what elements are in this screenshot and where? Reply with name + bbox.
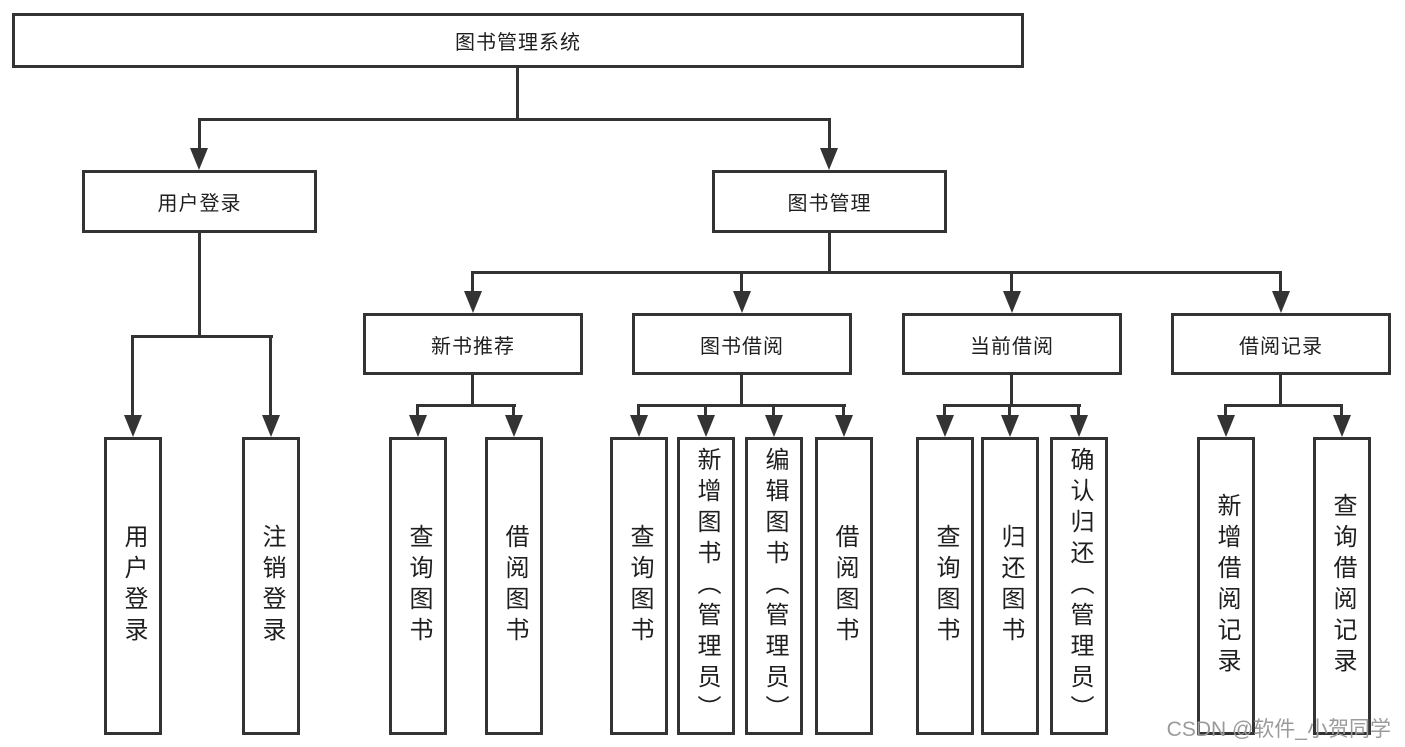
edge-bookborrow-leaf-stem-2 bbox=[704, 404, 707, 418]
arrow-down-icon bbox=[1003, 291, 1021, 313]
arrow-down-icon bbox=[124, 415, 142, 437]
arrow-down-icon bbox=[936, 415, 954, 437]
node-book-borrow: 图书借阅 bbox=[632, 313, 852, 375]
leaf-currentborrow-return: 归还图书 bbox=[981, 437, 1039, 735]
edge-bookborrow-branch bbox=[637, 404, 846, 407]
leaf-bookborrow-borrow-label: 借阅图书 bbox=[831, 524, 858, 648]
arrow-down-icon bbox=[630, 415, 648, 437]
leaf-bookborrow-edit-label: 编辑图书（管理员） bbox=[761, 446, 788, 726]
node-new-books-label: 新书推荐 bbox=[431, 335, 515, 358]
arrow-down-icon bbox=[262, 415, 280, 437]
edge-borrowrecords-leaf-stem-1 bbox=[1224, 404, 1227, 418]
edge-currentborrow-leaf-stem-3 bbox=[1077, 404, 1080, 418]
node-book-mgmt-label: 图书管理 bbox=[787, 193, 872, 215]
edge-bookborrow-leaf-stem-1 bbox=[637, 404, 640, 418]
leaf-records-query-label: 查询借阅记录 bbox=[1329, 493, 1356, 679]
leaf-currentborrow-confirm-label: 确认归还（管理员） bbox=[1066, 446, 1093, 726]
node-borrow-records: 借阅记录 bbox=[1171, 313, 1391, 375]
edge-root-stub bbox=[516, 68, 519, 120]
edge-bookborrow-leaf-stem-4 bbox=[842, 404, 845, 418]
edge-bookmgmt-branch bbox=[471, 271, 1282, 274]
edge-currentborrow-stem bbox=[1010, 271, 1013, 295]
leaf-newbooks-borrow: 借阅图书 bbox=[485, 437, 543, 735]
edge-userlogin-stub bbox=[198, 233, 201, 337]
node-user-login: 用户登录 bbox=[82, 170, 317, 233]
node-book-borrow-label: 图书借阅 bbox=[700, 335, 784, 358]
leaf-newbooks-query: 查询图书 bbox=[389, 437, 447, 735]
leaf-newbooks-borrow-label: 借阅图书 bbox=[501, 524, 528, 648]
arrow-down-icon bbox=[1070, 415, 1088, 437]
edge-bookborrow-stub bbox=[740, 375, 743, 406]
leaf-currentborrow-query: 查询图书 bbox=[916, 437, 974, 735]
arrow-down-icon bbox=[1001, 415, 1019, 437]
leaf-newbooks-query-label: 查询图书 bbox=[405, 524, 432, 648]
edge-root-branch bbox=[198, 118, 831, 121]
arrow-down-icon bbox=[409, 415, 427, 437]
leaf-records-add: 新增借阅记录 bbox=[1197, 437, 1255, 735]
leaf-bookborrow-add-label: 新增图书（管理员） bbox=[693, 446, 720, 726]
leaf-bookborrow-borrow: 借阅图书 bbox=[815, 437, 873, 735]
edge-newbooks-leaf-stem-2 bbox=[512, 404, 515, 418]
edge-root-userlogin-stem bbox=[198, 118, 201, 152]
edge-borrowrecords-stem bbox=[1279, 271, 1282, 295]
arrow-down-icon bbox=[820, 148, 838, 170]
arrow-down-icon bbox=[835, 415, 853, 437]
leaf-logout: 注销登录 bbox=[242, 437, 300, 735]
node-current-borrow-label: 当前借阅 bbox=[970, 335, 1054, 358]
edge-currentborrow-leaf-stem-2 bbox=[1008, 404, 1011, 418]
edge-bookborrow-leaf-stem-3 bbox=[772, 404, 775, 418]
arrow-down-icon bbox=[1217, 415, 1235, 437]
arrow-down-icon bbox=[733, 291, 751, 313]
edge-currentborrow-stub bbox=[1010, 375, 1013, 406]
arrow-down-icon bbox=[464, 291, 482, 313]
edge-bookborrow-stem bbox=[740, 271, 743, 295]
edge-newbooks-stub bbox=[471, 375, 474, 406]
edge-currentborrow-leaf-stem-1 bbox=[943, 404, 946, 418]
edge-bookmgmt-stub bbox=[828, 233, 831, 274]
edge-root-bookmgmt-stem bbox=[828, 118, 831, 152]
node-new-books: 新书推荐 bbox=[363, 313, 583, 375]
edge-borrowrecords-leaf-stem-2 bbox=[1340, 404, 1343, 418]
node-root-label: 图书管理系统 bbox=[455, 32, 581, 54]
watermark: CSDN @软件_小贺同学 bbox=[1166, 718, 1391, 741]
edge-userlogin-stem-2 bbox=[269, 335, 272, 417]
arrow-down-icon bbox=[765, 415, 783, 437]
arrow-down-icon bbox=[505, 415, 523, 437]
node-user-login-label: 用户登录 bbox=[157, 193, 242, 215]
arrow-down-icon bbox=[190, 148, 208, 170]
node-borrow-records-label: 借阅记录 bbox=[1239, 335, 1323, 358]
leaf-user-login-label: 用户登录 bbox=[120, 524, 147, 648]
leaf-bookborrow-query: 查询图书 bbox=[610, 437, 668, 735]
leaf-user-login: 用户登录 bbox=[104, 437, 162, 735]
leaf-bookborrow-add: 新增图书（管理员） bbox=[677, 437, 735, 735]
leaf-records-query: 查询借阅记录 bbox=[1313, 437, 1371, 735]
arrow-down-icon bbox=[1333, 415, 1351, 437]
arrow-down-icon bbox=[697, 415, 715, 437]
edge-newbooks-leaf-stem-1 bbox=[416, 404, 419, 418]
arrow-down-icon bbox=[1272, 291, 1290, 313]
leaf-records-add-label: 新增借阅记录 bbox=[1213, 493, 1240, 679]
leaf-bookborrow-edit: 编辑图书（管理员） bbox=[745, 437, 803, 735]
leaf-currentborrow-return-label: 归还图书 bbox=[997, 524, 1024, 648]
leaf-currentborrow-confirm: 确认归还（管理员） bbox=[1050, 437, 1108, 735]
node-root: 图书管理系统 bbox=[12, 13, 1024, 68]
edge-userlogin-stem-1 bbox=[131, 335, 134, 417]
edge-borrowrecords-stub bbox=[1279, 375, 1282, 406]
node-book-mgmt: 图书管理 bbox=[712, 170, 947, 233]
edge-newbooks-stem bbox=[471, 271, 474, 295]
node-current-borrow: 当前借阅 bbox=[902, 313, 1122, 375]
edge-newbooks-branch bbox=[416, 404, 516, 407]
leaf-logout-label: 注销登录 bbox=[258, 524, 285, 648]
leaf-currentborrow-query-label: 查询图书 bbox=[932, 524, 959, 648]
edge-currentborrow-branch bbox=[943, 404, 1081, 407]
leaf-bookborrow-query-label: 查询图书 bbox=[626, 524, 653, 648]
edge-borrowrecords-branch bbox=[1224, 404, 1343, 407]
edge-userlogin-branch bbox=[131, 335, 273, 338]
